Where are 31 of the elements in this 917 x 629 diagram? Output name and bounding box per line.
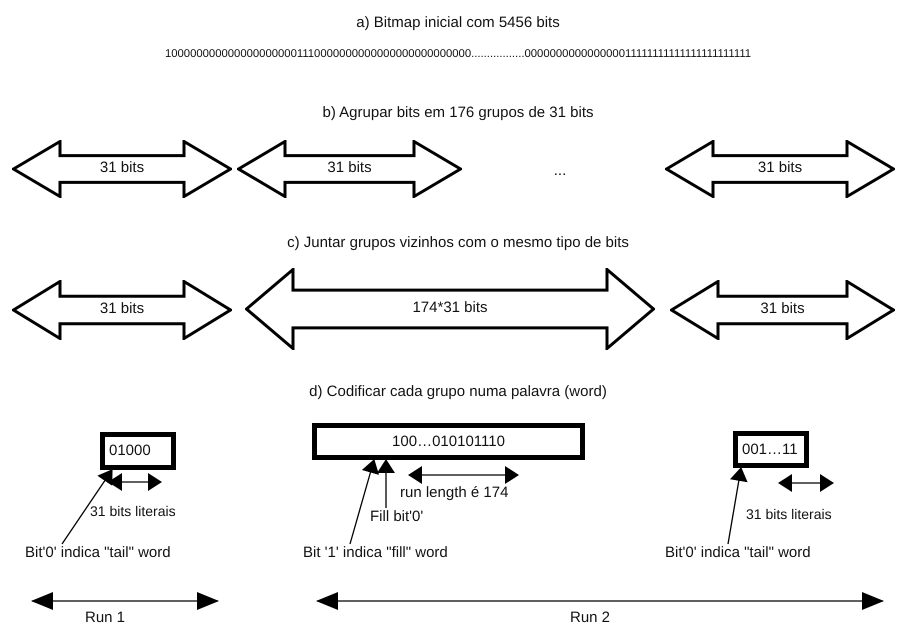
bit-word: 100…010101110: [391, 433, 506, 450]
word-box: [733, 431, 809, 468]
annotation-text: Fill bit'0': [370, 508, 424, 525]
step-heading: b) Agrupar bits em 176 grupos de 31 bits: [322, 104, 594, 121]
ellipsis: ...: [554, 162, 566, 179]
step-heading: d) Codificar cada grupo numa palavra (word): [309, 383, 607, 400]
run-label: Run 1: [85, 609, 126, 626]
annotation-text: run length é 174: [400, 484, 508, 501]
step-heading: a) Bitmap inicial com 5456 bits: [356, 14, 560, 31]
arrow-label: 174*31 bits: [411, 299, 489, 317]
leader-arrow: [727, 467, 748, 544]
bit-word: 001…11: [742, 441, 798, 458]
arrow-label: 31 bits: [98, 300, 146, 318]
leader-arrow: [377, 459, 395, 508]
arrow-label: 31 bits: [759, 300, 806, 318]
word-box: [100, 432, 176, 470]
arrow-label: 31 bits: [326, 159, 373, 177]
arrow-label: 31 bits: [756, 159, 804, 177]
run-label: Run 2: [570, 609, 610, 626]
leader-arrow: [349, 459, 380, 544]
word-box: [312, 423, 585, 460]
arrow-label: 31 bits: [98, 159, 146, 177]
annotation-text: Bit'0' indica "tail" word: [25, 544, 171, 561]
step-heading: c) Juntar grupos vizinhos com o mesmo tipo de bits: [287, 234, 629, 251]
annotation-text: Bit'0' indica "tail" word: [665, 544, 811, 561]
bitmap-bits: 1000000000000000000001110000000000000000000000000.................000000000000000011111111111111111111111: [164, 48, 752, 60]
annotation-text: 31 bits literais: [90, 503, 176, 519]
bit-word: 01000: [109, 442, 151, 459]
annotation-text: 31 bits literais: [746, 506, 832, 522]
leader-arrow: [61, 469, 113, 544]
annotation-text: Bit '1' indica "fill" word: [303, 544, 448, 561]
